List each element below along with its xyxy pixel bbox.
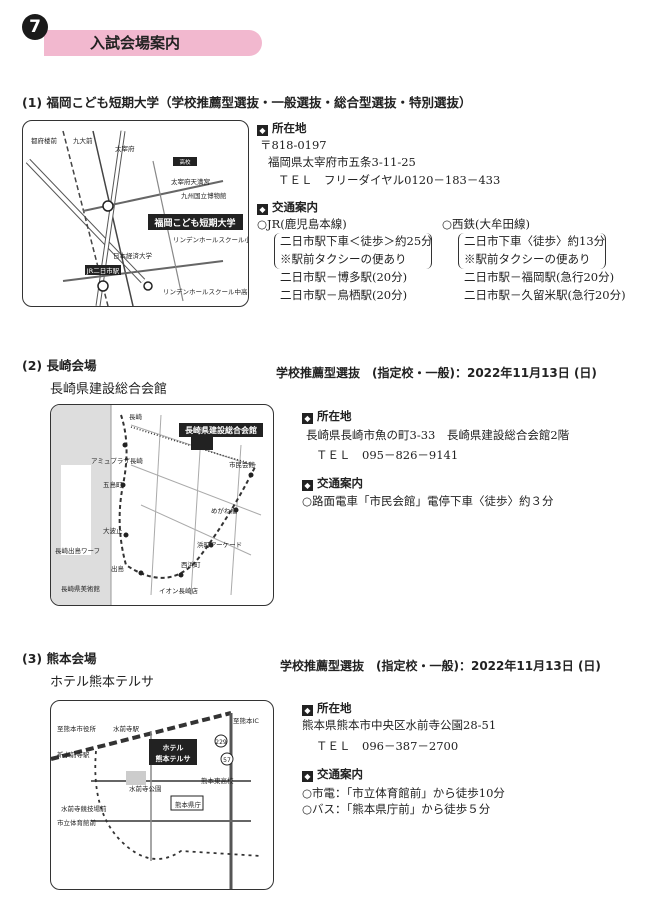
section1-tel: ＴＥＬ フリーダイヤル0120－183－433	[278, 173, 501, 187]
kumamoto-map-label: 熊本東高校	[201, 776, 234, 785]
nagasaki-map: 長崎県建設総合会館 長崎 アミュプラザ長崎 五島町 大波止 長崎出島ワーフ 出島…	[50, 404, 274, 606]
section2-heading: (2) 長崎会場	[22, 358, 97, 373]
section1-jr-route: 二日市駅－博多駅(20分)	[280, 270, 408, 284]
section3-venue: ホテル熊本テルサ	[50, 675, 155, 690]
fukuoka-map-label: リンデンホールスクール小学部	[173, 235, 248, 244]
section1-jr-title: ○JR(鹿児島本線)	[257, 217, 347, 231]
bracket-left	[458, 233, 464, 269]
section1-address: 福岡県太宰府市五条3-11-25	[268, 155, 416, 169]
section1-nishitetsu-route: 二日市駅－久留米駅(急行20分)	[464, 288, 626, 302]
section1-jr-line: 二日市駅下車＜徒歩＞約25分	[280, 234, 433, 248]
fukuoka-map-label: 太宰府	[115, 144, 135, 153]
kumamoto-map-label: 水前寺駅	[113, 724, 140, 733]
kumamoto-map-label: 至熊本市役所	[57, 724, 97, 733]
bracket-right	[600, 233, 606, 269]
fukuoka-map-label: JR二日市駅	[86, 266, 120, 275]
section1-nishitetsu-route: 二日市駅－福岡駅(急行20分)	[464, 270, 615, 284]
section3-access-line: ○市電：「市立体育館前」から徒歩10分	[302, 786, 505, 800]
fukuoka-map-label: 高校	[179, 158, 191, 166]
fukuoka-map-label: 太宰府天満宮	[171, 177, 210, 186]
kumamoto-map-label: 市立体育館前	[57, 818, 97, 827]
location-marker-icon: ◆	[257, 125, 268, 136]
access-marker-icon: ◆	[302, 771, 313, 782]
section3-tel: ＴＥＬ 096－387－2700	[316, 739, 459, 753]
section1-jr-line: ※駅前タクシーの便あり	[280, 252, 407, 266]
section2-location-heading: ◆所在地	[302, 408, 352, 424]
nagasaki-map-label: 西浜町	[181, 560, 201, 569]
kumamoto-map-label: 水前寺公園	[129, 784, 162, 793]
section3-access-line: ○バス：「熊本県庁前」から徒歩５分	[302, 802, 491, 816]
section1-nishitetsu-title: ○西鉄(大牟田線)	[442, 217, 531, 231]
nagasaki-map-label: 浜町アーケード	[197, 540, 242, 549]
nagasaki-callout-box	[179, 423, 263, 437]
kumamoto-map: ホテル 熊本テルサ 229 57 至熊本市役所 新水前寺駅 水前寺駅 至熊本IC…	[50, 700, 274, 890]
fukuoka-map-label: リンデンホールスクール中高学部	[163, 287, 248, 296]
nagasaki-map-label: 市民会館	[229, 460, 256, 469]
section2-venue: 長崎県建設総合会館	[50, 382, 168, 397]
bracket-left	[274, 233, 280, 269]
kumamoto-map-label: 水前寺競技場前	[61, 804, 107, 813]
fukuoka-map-label: 日本経済大学	[113, 251, 153, 260]
nagasaki-map-label: 長崎	[129, 412, 143, 421]
location-marker-icon: ◆	[302, 413, 313, 424]
section1-jr-route: 二日市駅－鳥栖駅(20分)	[280, 288, 408, 302]
section1-access-heading: ◆交通案内	[257, 199, 318, 215]
kumamoto-map-label: 新水前寺駅	[57, 750, 90, 759]
nagasaki-map-label: めがね橋	[211, 506, 238, 515]
section2-access: ○路面電車「市民会館」電停下車〈徒歩〉約３分	[302, 494, 554, 508]
nagasaki-map-label: 五島町	[103, 480, 123, 489]
kumamoto-map-label: 57	[223, 757, 231, 764]
svg-text:ホテル: ホテル	[163, 744, 184, 752]
nagasaki-callout-label: 長崎県建設総合会館	[185, 425, 257, 435]
section-title-band: 入試会場案内	[44, 30, 262, 56]
kumamoto-map-label: 至熊本IC	[233, 716, 259, 725]
fukuoka-map-label: 九州国立博物館	[181, 191, 227, 200]
section1-nishitetsu-line: 二日市下車〈徒歩〉約13分	[464, 234, 606, 248]
nagasaki-map-label: 長崎県美術館	[61, 584, 101, 593]
nagasaki-map-label: 出島	[111, 564, 125, 573]
section3-schedule: 学校推薦型選抜 (指定校・一般)：2022年11月13日 (日)	[280, 659, 601, 673]
access-marker-icon: ◆	[257, 204, 268, 215]
fukuoka-map: 福岡こども短期大学 太宰府天満宮 九州国立博物館 リンデンホールスクール小学部 …	[22, 120, 249, 307]
fukuoka-map-label: 都府楼前	[31, 136, 58, 145]
fukuoka-callout-box	[148, 214, 243, 230]
section2-access-heading: ◆交通案内	[302, 475, 363, 491]
section-title: 入試会場案内	[90, 34, 181, 52]
section2-schedule: 学校推薦型選抜 (指定校・一般)：2022年11月13日 (日)	[276, 366, 597, 380]
nagasaki-map-label: アミュプラザ長崎	[91, 456, 143, 465]
access-marker-icon: ◆	[302, 480, 313, 491]
nagasaki-map-label: 大波止	[103, 526, 123, 535]
fukuoka-callout-label: 福岡こども短期大学	[153, 217, 235, 229]
section1-heading: (1) 福岡こども短期大学（学校推薦型選抜・一般選抜・総合型選抜・特別選抜）	[22, 95, 472, 110]
bracket-right	[426, 233, 432, 269]
kumamoto-map-label: 熊本県庁	[175, 800, 202, 809]
section3-address: 熊本県熊本市中央区水前寺公園28-51	[302, 718, 497, 732]
section1-location-heading: ◆所在地	[257, 120, 307, 136]
section3-access-heading: ◆交通案内	[302, 766, 363, 782]
nagasaki-map-label: イオン長崎店	[159, 586, 199, 595]
section3-heading: (3) 熊本会場	[22, 651, 97, 666]
section1-nishitetsu-line: ※駅前タクシーの便あり	[464, 252, 591, 266]
section-number-badge: 7	[22, 14, 48, 40]
section2-tel: ＴＥＬ 095－826－9141	[316, 448, 459, 462]
nagasaki-map-label: 長崎出島ワーフ	[55, 546, 100, 555]
svg-text:熊本テルサ: 熊本テルサ	[156, 754, 191, 763]
section3-location-heading: ◆所在地	[302, 700, 352, 716]
kumamoto-map-label: 229	[215, 739, 227, 746]
kumamoto-callout-box	[149, 739, 197, 765]
section1-postal: 〒818-0197	[260, 138, 327, 152]
location-marker-icon: ◆	[302, 705, 313, 716]
fukuoka-map-label: 九大前	[73, 136, 93, 145]
section2-address: 長崎県長崎市魚の町3-33 長崎県建設総合会館2階	[306, 428, 570, 442]
